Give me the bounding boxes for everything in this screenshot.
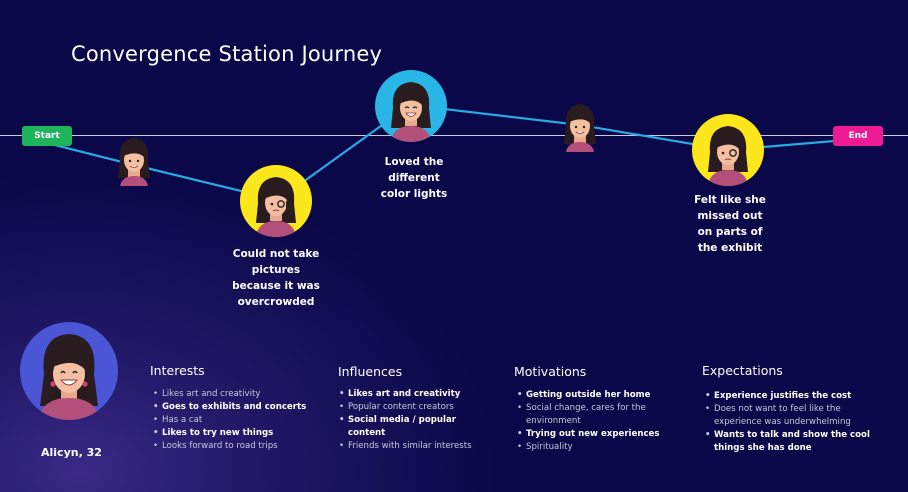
persona-name: Alicyn, 32 [41, 446, 102, 459]
motivations-list: Getting outside her home Social change, … [516, 389, 666, 454]
caption-line: missed out [697, 210, 763, 222]
motivations-title: Motivations [514, 364, 587, 379]
list-item: Social change, cares for the environment [516, 402, 666, 428]
list-item: Likes art and creativity [152, 388, 322, 401]
list-item: Trying out new experiences [516, 428, 666, 441]
list-item: Likes art and creativity [338, 388, 478, 401]
caption-line: Felt like she [694, 194, 766, 206]
moment-4-avatar [560, 100, 600, 152]
caption-line: because it was [232, 280, 320, 292]
list-item: Likes to try new things [152, 427, 322, 440]
moment-1-avatar [114, 134, 154, 186]
moment-5-caption: Felt like she missed out on parts of the… [670, 192, 790, 256]
list-item: Does not want to feel like the experienc… [704, 403, 874, 429]
list-item: Experience justifies the cost [704, 390, 874, 403]
list-item: Spirituality [516, 441, 666, 454]
list-item: Popular content creators [338, 401, 478, 414]
interests-title: Interests [150, 363, 205, 378]
moment-3-caption: Loved the different color lights [354, 154, 474, 202]
persona-avatar [20, 322, 118, 420]
start-marker: Start [22, 126, 72, 146]
caption-line: color lights [380, 188, 448, 200]
end-marker: End [833, 126, 883, 146]
timeline-baseline [0, 135, 908, 136]
caption-line: different [388, 172, 440, 184]
list-item: Has a cat [152, 414, 322, 427]
caption-line: the exhibit [697, 242, 763, 254]
moment-2-avatar [240, 165, 312, 237]
caption-line: pictures [251, 264, 301, 276]
page-title: Convergence Station Journey [71, 42, 383, 66]
list-item: Looks forward to road trips [152, 440, 322, 453]
moment-3-avatar [375, 70, 447, 142]
influences-list: Likes art and creativity Popular content… [338, 388, 478, 453]
expectations-title: Expectations [702, 363, 783, 378]
list-item: Social media / popular content [338, 414, 478, 440]
caption-line: Loved the [384, 156, 444, 168]
moment-2-caption: Could not take pictures because it was o… [216, 246, 336, 310]
list-item: Goes to exhibits and concerts [152, 401, 322, 414]
influences-title: Influences [338, 364, 403, 379]
moment-5-avatar [692, 114, 764, 186]
caption-line: on parts of [697, 226, 763, 238]
caption-line: overcrowded [237, 296, 315, 308]
list-item: Getting outside her home [516, 389, 666, 402]
list-item: Friends with similar interests [338, 440, 478, 453]
expectations-list: Experience justifies the cost Does not w… [704, 390, 874, 455]
list-item: Wants to talk and show the cool things s… [704, 429, 874, 455]
interests-list: Likes art and creativity Goes to exhibit… [152, 388, 322, 453]
caption-line: Could not take [232, 248, 320, 260]
